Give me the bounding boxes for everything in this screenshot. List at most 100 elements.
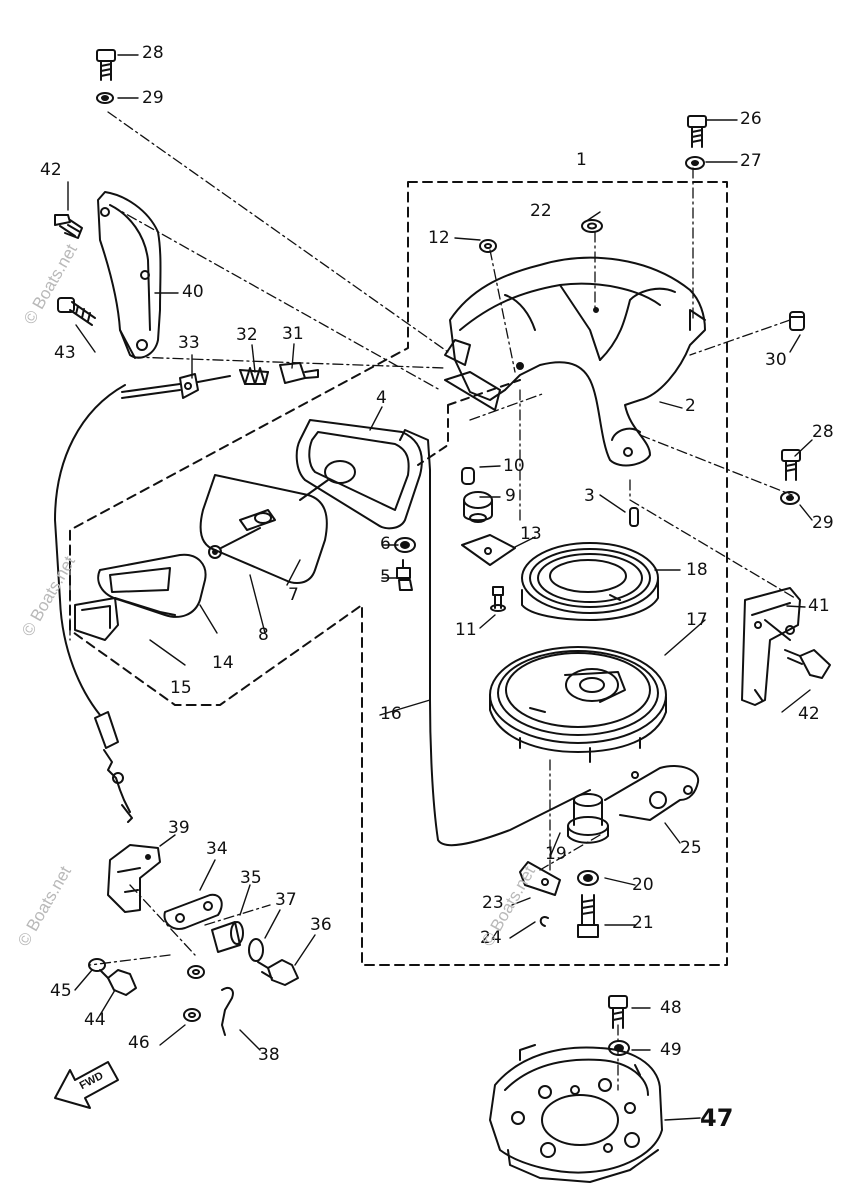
bolt-5 xyxy=(396,559,413,591)
part-label-26: 26 xyxy=(740,109,762,129)
spring-32 xyxy=(239,367,269,385)
part-label-36: 36 xyxy=(310,915,332,935)
washer-27 xyxy=(685,156,705,170)
grip-4 xyxy=(295,419,423,530)
part-label-44: 44 xyxy=(84,1010,106,1030)
collar-35 xyxy=(211,921,244,953)
part-label-21: 21 xyxy=(632,913,654,933)
part-label-3: 3 xyxy=(584,486,595,506)
part-label-13: 13 xyxy=(520,524,542,544)
nut-22 xyxy=(581,219,603,233)
part-label-31: 31 xyxy=(282,324,304,344)
part-label-28: 28 xyxy=(142,43,164,63)
part-label-14: 14 xyxy=(212,653,234,673)
part-label-16: 16 xyxy=(380,704,402,724)
part-label-45: 45 xyxy=(50,981,72,1001)
cover-47 xyxy=(489,1044,663,1183)
starter-housing-2 xyxy=(444,256,706,467)
handle-7 xyxy=(199,474,328,584)
part-label-19: 19 xyxy=(545,844,567,864)
part-label-6: 6 xyxy=(380,534,391,554)
part-label-42-b: 42 xyxy=(798,704,820,724)
bracket-41 xyxy=(741,587,801,706)
cap-30 xyxy=(789,311,805,331)
pointer-lines xyxy=(67,54,813,1121)
part-label-47: 47 xyxy=(700,1104,734,1132)
part-label-32: 32 xyxy=(236,325,258,345)
part-label-8: 8 xyxy=(258,625,269,645)
part-label-40: 40 xyxy=(182,282,204,302)
bolt-43 xyxy=(57,297,96,326)
washer-29-right xyxy=(780,491,800,505)
washer-37 xyxy=(248,938,264,962)
nuts-46 xyxy=(183,965,205,1022)
part-label-37: 37 xyxy=(275,890,297,910)
part-label-33: 33 xyxy=(178,333,200,353)
cable-16-inner xyxy=(399,429,591,847)
part-label-11: 11 xyxy=(455,620,477,640)
part-label-42: 42 xyxy=(40,160,62,180)
cable-33 xyxy=(121,373,231,399)
screw-42-top xyxy=(54,214,83,239)
part-label-48: 48 xyxy=(660,998,682,1018)
part-label-18: 18 xyxy=(686,560,708,580)
washer-20 xyxy=(577,870,599,886)
part-label-30: 30 xyxy=(765,350,787,370)
fwd-arrow xyxy=(54,1061,119,1109)
part-label-2: 2 xyxy=(685,396,696,416)
bolt-36 xyxy=(257,959,299,986)
clip-24 xyxy=(539,916,549,927)
bracket-39 xyxy=(107,844,161,913)
part-label-7: 7 xyxy=(288,585,299,605)
bolt-28-right xyxy=(781,449,801,481)
part-label-9: 9 xyxy=(505,486,516,506)
part-label-41: 41 xyxy=(808,596,830,616)
bush-9 xyxy=(463,491,493,523)
part-label-5: 5 xyxy=(380,567,391,587)
part-label-1: 1 xyxy=(576,150,587,170)
handle-base-14 xyxy=(97,553,207,618)
cable-16 xyxy=(54,384,126,716)
part-label-39: 39 xyxy=(168,818,190,838)
cable-end-lower xyxy=(94,711,133,823)
part-label-34: 34 xyxy=(206,839,228,859)
leader-lines xyxy=(69,111,796,1091)
washer-45 xyxy=(88,958,106,972)
bolt-11 xyxy=(490,586,506,612)
part-label-24: 24 xyxy=(480,928,502,948)
part-label-25: 25 xyxy=(680,838,702,858)
part-label-23: 23 xyxy=(482,893,504,913)
part-label-46: 46 xyxy=(128,1033,150,1053)
grommet-8 xyxy=(208,527,261,559)
part-label-43: 43 xyxy=(54,343,76,363)
bolt-21 xyxy=(577,894,599,938)
plate-13 xyxy=(461,534,516,566)
bolt-48 xyxy=(608,995,628,1029)
shaft-19 xyxy=(567,793,609,844)
washer-29-top xyxy=(96,92,114,104)
bracket-40 xyxy=(97,191,162,359)
spring-18 xyxy=(521,542,659,621)
assembly-box-1 xyxy=(69,181,728,966)
part-label-15: 15 xyxy=(170,678,192,698)
part-label-12: 12 xyxy=(428,228,450,248)
part-label-29: 29 xyxy=(142,88,164,108)
sub-box-4 xyxy=(417,379,521,466)
rod-38 xyxy=(221,987,234,1036)
part-label-38: 38 xyxy=(258,1045,280,1065)
lever-23 xyxy=(519,861,561,896)
part-label-29-b: 29 xyxy=(812,513,834,533)
pulley-17 xyxy=(489,646,667,763)
part-label-22: 22 xyxy=(530,201,552,221)
nut-12 xyxy=(479,239,497,253)
pin-3 xyxy=(629,507,639,527)
part-label-27: 27 xyxy=(740,151,762,171)
bolt-44 xyxy=(99,969,137,996)
washer-6 xyxy=(394,537,416,553)
part-label-4: 4 xyxy=(376,388,387,408)
bolt-26 xyxy=(687,115,707,148)
plate-25 xyxy=(604,764,700,821)
bolt-28-top xyxy=(96,49,116,81)
cap-15 xyxy=(74,597,119,641)
